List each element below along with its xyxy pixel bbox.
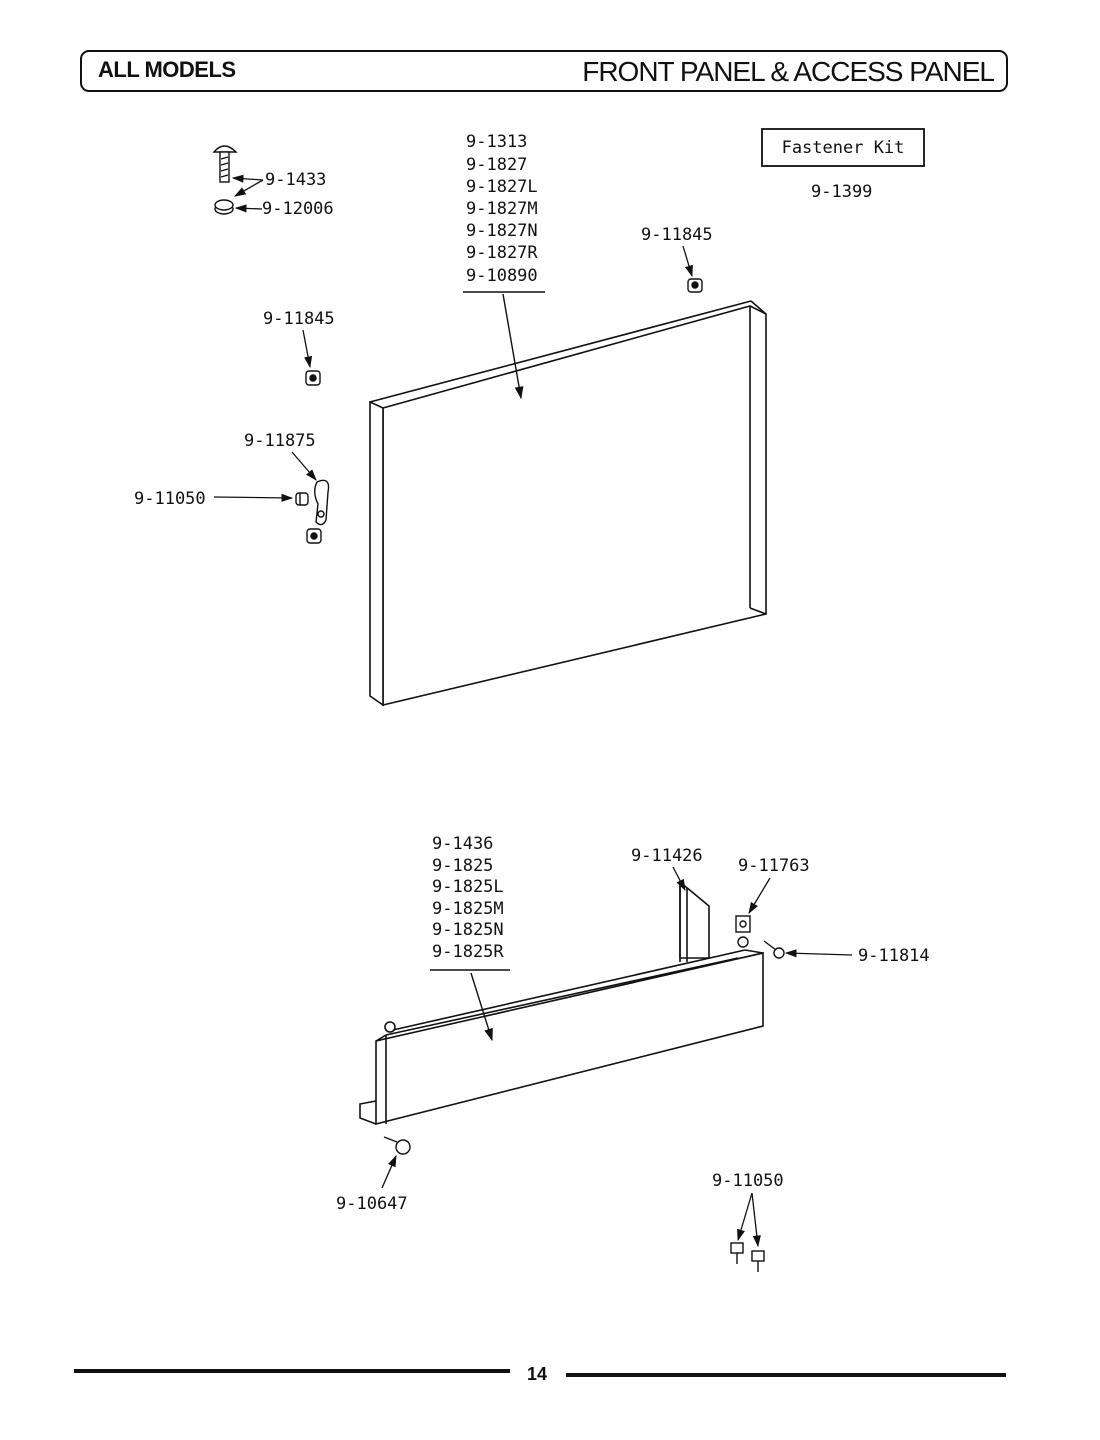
bracket-part: 9-11426: [631, 846, 703, 866]
svg-text:9-10890: 9-10890: [466, 266, 538, 286]
screw-icon: [730, 1242, 765, 1272]
latch-part: 9-11875: [244, 431, 316, 451]
access-panel-part-list: 9-1436 9-1825 9-1825L 9-1825M 9-1825N 9-…: [432, 834, 504, 962]
access-panel-leader: [470, 972, 493, 1042]
fastener-kit-part: 9-1399: [811, 182, 872, 202]
svg-text:9-1827M: 9-1827M: [466, 199, 538, 219]
svg-text:9-1827: 9-1827: [466, 155, 527, 175]
hinge-screw-icon: [763, 940, 785, 959]
bottom-screw-part: 9-10647: [336, 1194, 408, 1214]
latch-screw-part: 9-11050: [134, 489, 206, 509]
clip-nut-icon: [305, 370, 321, 386]
front-panel-leader: [502, 293, 524, 400]
latch-icon: [314, 479, 330, 526]
loose-screws-part: 9-11050: [712, 1171, 784, 1191]
svg-text:9-1827R: 9-1827R: [466, 243, 538, 263]
fastener-kit-label: Fastener Kit: [782, 138, 905, 158]
svg-text:9-1827N: 9-1827N: [466, 221, 538, 241]
svg-text:9-1825M: 9-1825M: [432, 899, 504, 919]
svg-text:9-1313: 9-1313: [466, 132, 527, 152]
hinge-clip-icon: [735, 915, 751, 948]
clip-left-part: 9-11845: [263, 309, 335, 329]
svg-text:9-1436: 9-1436: [432, 834, 493, 854]
svg-text:9-1825N: 9-1825N: [432, 920, 504, 940]
page-number: 14: [527, 1364, 547, 1384]
bottom-screw-icon: [383, 1136, 411, 1155]
screw-part: 9-1433: [265, 170, 326, 190]
latch-screw-icon: [295, 492, 309, 506]
washer-part: 9-12006: [262, 199, 334, 219]
clip-nut-icon: [687, 278, 703, 293]
access-panel-drawing: [359, 880, 764, 1126]
clip-right-part: 9-11845: [641, 225, 713, 245]
section-title: FRONT PANEL & ACCESS PANEL: [582, 56, 995, 87]
clip-nut-icon: [306, 528, 322, 544]
svg-text:9-1825L: 9-1825L: [432, 877, 504, 897]
screw-icon: [212, 145, 238, 183]
washer-icon: [214, 199, 234, 215]
fastener-kit-box: [761, 128, 925, 167]
svg-text:9-1827L: 9-1827L: [466, 177, 538, 197]
svg-text:9-1825: 9-1825: [432, 856, 493, 876]
svg-text:9-1825R: 9-1825R: [432, 942, 504, 962]
hinge-clip-part: 9-11763: [738, 856, 810, 876]
front-panel-drawing: [369, 300, 767, 707]
front-panel-part-list: 9-1313 9-1827 9-1827L 9-1827M 9-1827N 9-…: [466, 132, 538, 286]
header-frame: ALL MODELS FRONT PANEL & ACCESS PANEL: [80, 50, 1008, 92]
hinge-screw-part: 9-11814: [858, 946, 930, 966]
models-title: ALL MODELS: [98, 57, 236, 82]
